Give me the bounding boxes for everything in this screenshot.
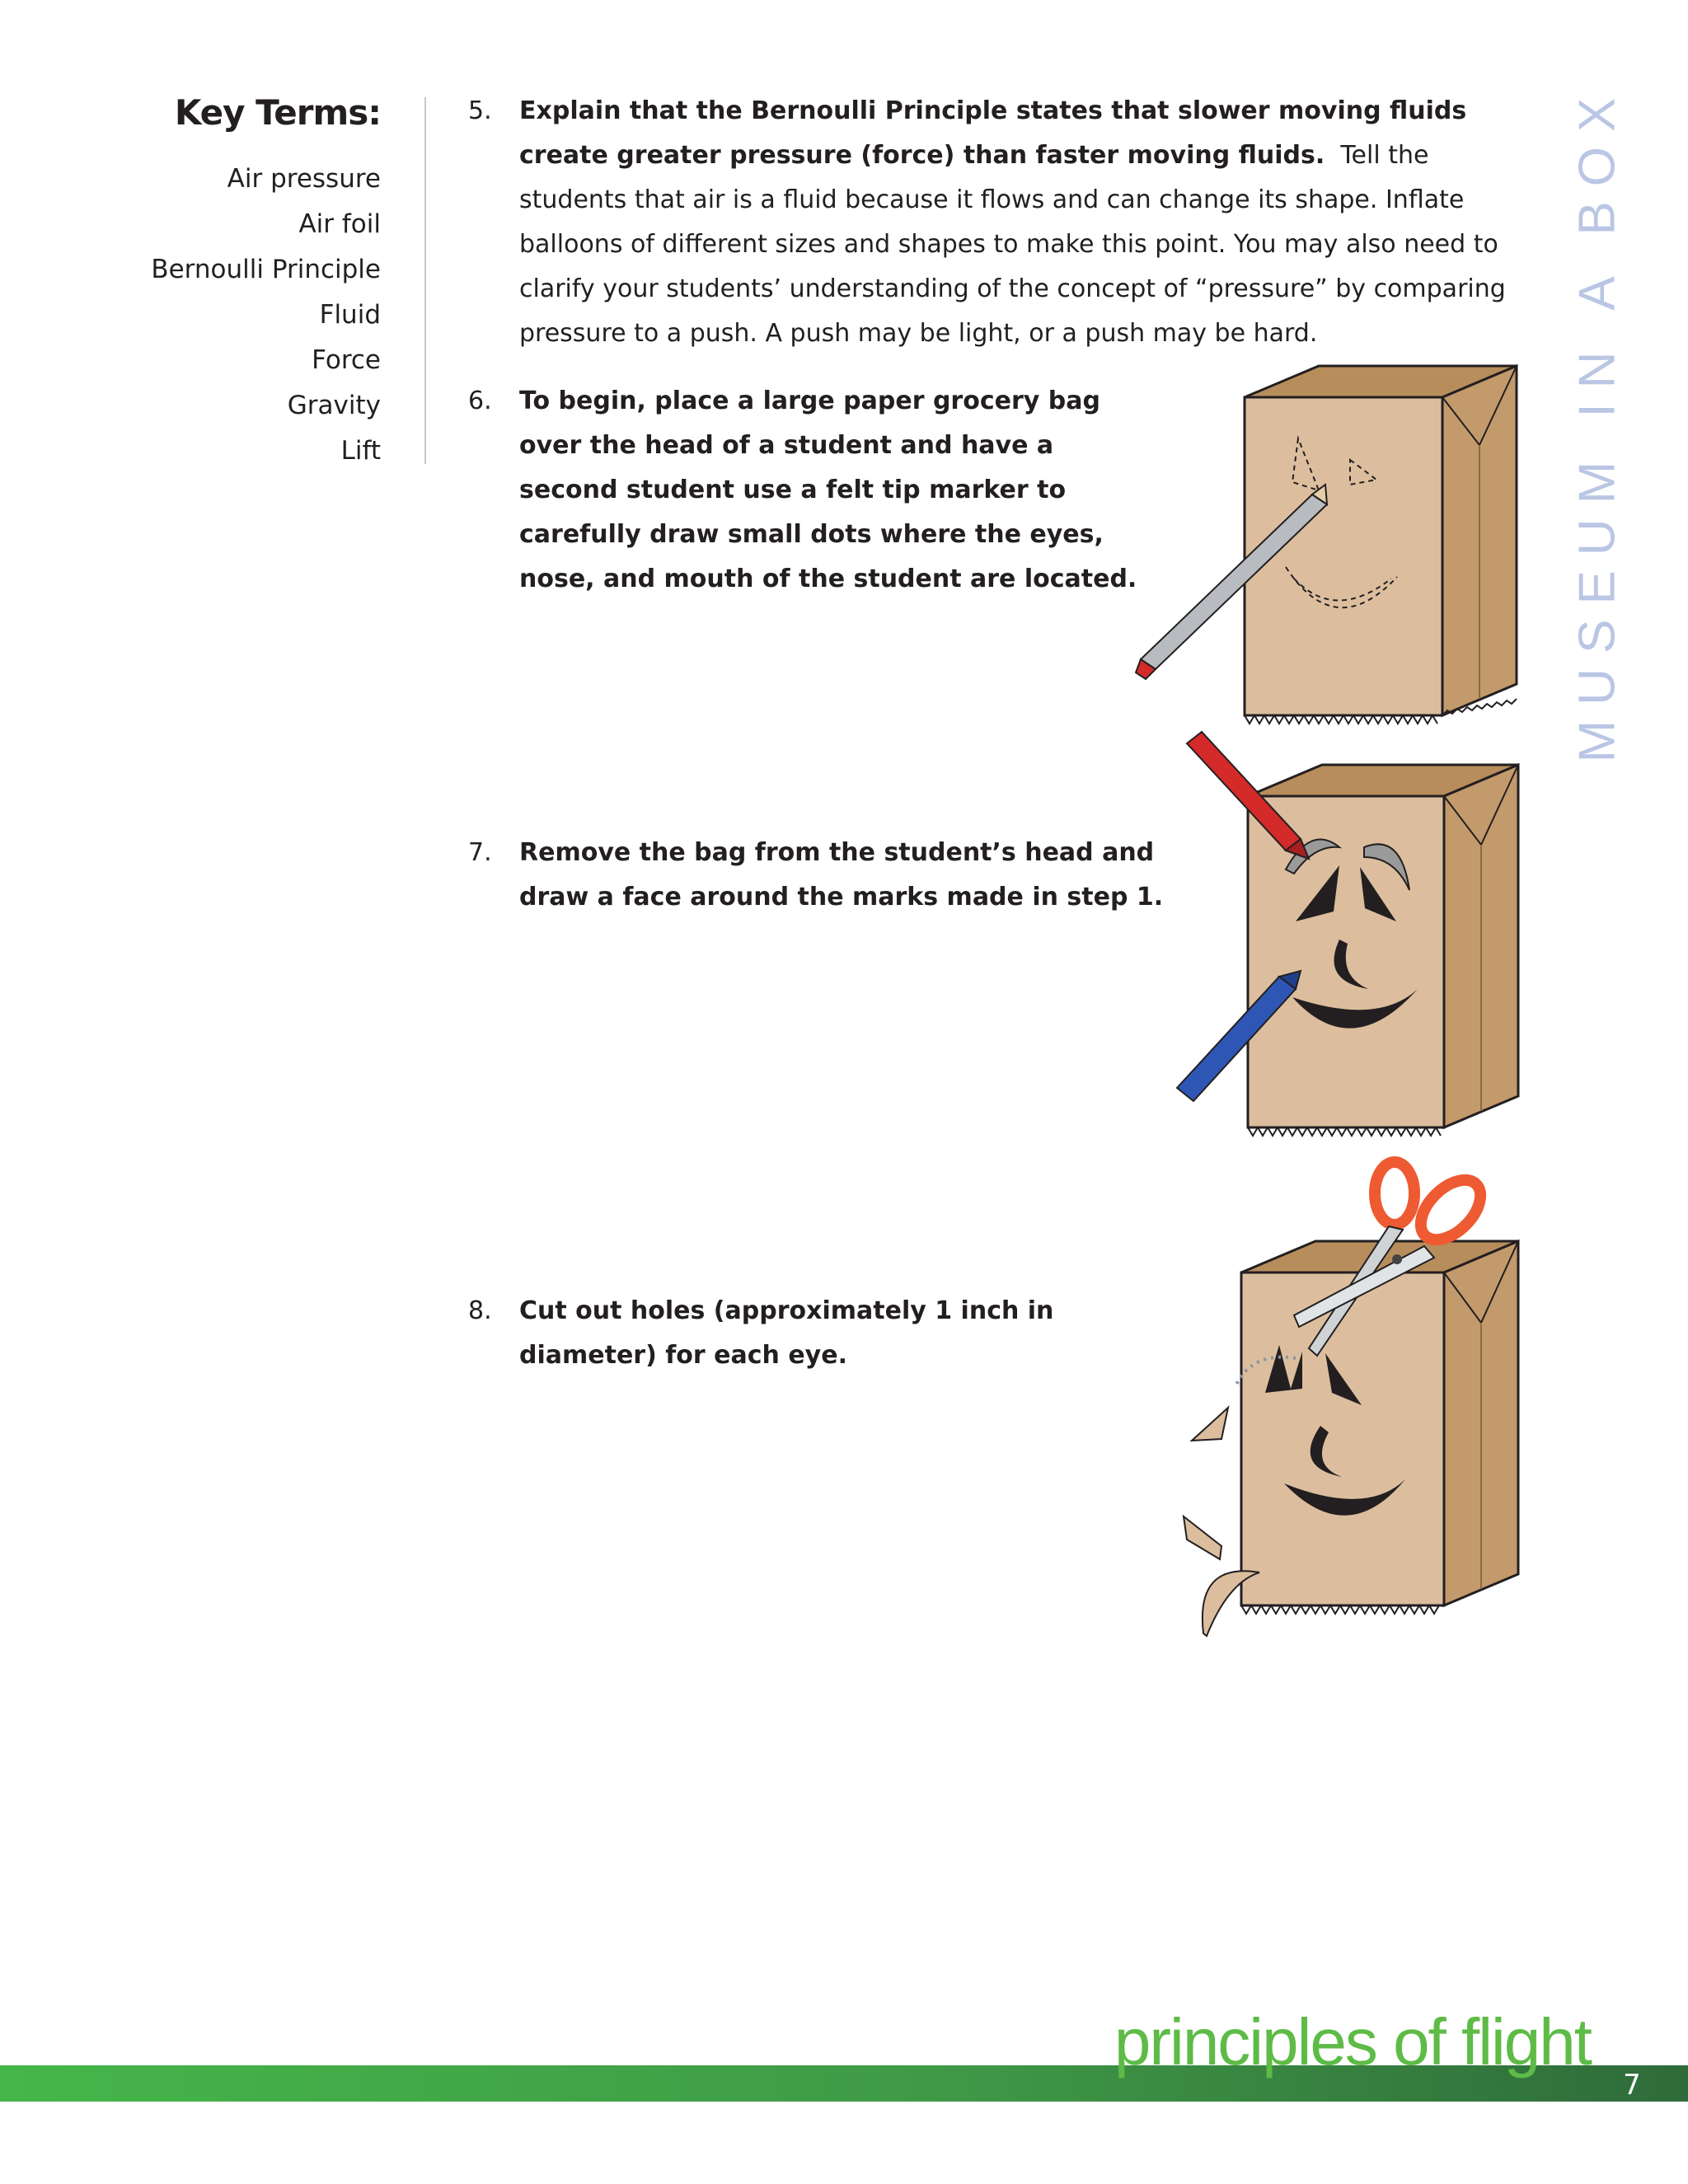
key-term-item: Fluid xyxy=(319,300,381,330)
step-body-text: Tell the students that air is a fluid be… xyxy=(519,141,1506,348)
step-bold-text: Cut out holes (approximately 1 inch in d… xyxy=(519,1296,1054,1370)
step-number: 8. xyxy=(468,1296,492,1325)
dotted-cut-path xyxy=(1235,1355,1296,1385)
cut-face xyxy=(1265,1345,1405,1516)
paper-bag xyxy=(1246,762,1520,1137)
page-number: 7 xyxy=(1623,2069,1641,2102)
key-term-item: Lift xyxy=(340,436,381,466)
step-bold-text: To begin, place a large paper grocery ba… xyxy=(519,387,1137,593)
blue-crayon-icon xyxy=(1175,969,1302,1103)
key-terms-list: Air pressure Air foil Bernoulli Principl… xyxy=(124,157,381,474)
key-term-item: Bernoulli Principle xyxy=(151,255,381,284)
key-terms-title: Key Terms: xyxy=(174,92,382,133)
cut-out-pieces xyxy=(1182,1405,1260,1638)
pencil-icon xyxy=(1134,483,1329,681)
step-number: 7. xyxy=(468,838,492,867)
bag-cutout-illustration xyxy=(1182,1156,1520,1638)
bag-with-marks-illustration xyxy=(1134,363,1518,725)
paper-bag xyxy=(1240,1239,1520,1615)
footer-bar xyxy=(0,2065,1688,2102)
key-term-item: Air pressure xyxy=(227,164,381,194)
step-text: To begin, place a large paper grocery ba… xyxy=(519,379,1146,602)
dotted-face-marks xyxy=(1285,435,1398,608)
key-term-item: Gravity xyxy=(287,391,381,420)
step-number: 6. xyxy=(468,387,492,415)
sidebar-divider xyxy=(424,97,426,464)
paper-bag xyxy=(1243,363,1518,725)
step-text: Remove the bag from the student’s head a… xyxy=(519,831,1170,920)
bag-with-face-illustration xyxy=(1175,730,1520,1137)
red-crayon-icon xyxy=(1185,730,1311,860)
step-bold-text: Explain that the Bernoulli Principle sta… xyxy=(519,96,1467,170)
drawn-face xyxy=(1284,838,1418,1029)
step-text: Explain that the Bernoulli Principle sta… xyxy=(519,89,1533,356)
step-bold-text: Remove the bag from the student’s head a… xyxy=(519,838,1164,912)
brand-vertical: MUSEUM IN A BOX xyxy=(1556,83,1639,763)
key-term-item: Force xyxy=(312,345,381,375)
scissors-icon xyxy=(1292,1156,1487,1357)
footer-title: principles of flight xyxy=(1114,2005,1592,2079)
brand-vertical-text: MUSEUM IN A BOX xyxy=(1568,82,1626,763)
key-term-item: Air foil xyxy=(298,209,381,239)
step-number: 5. xyxy=(468,96,492,125)
step-text: Cut out holes (approximately 1 inch in d… xyxy=(519,1289,1129,1378)
